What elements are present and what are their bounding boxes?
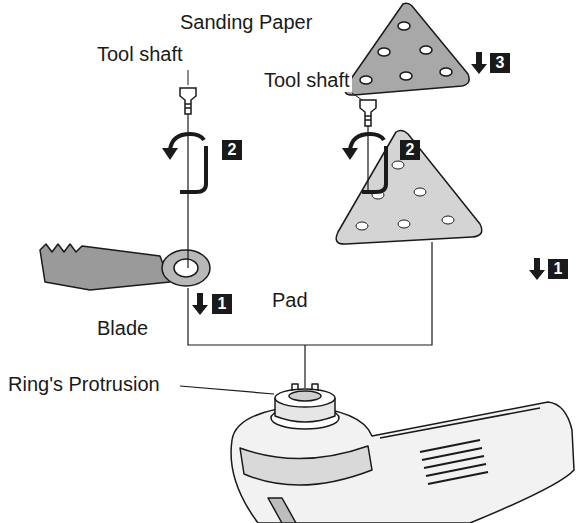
down-arrows xyxy=(192,52,545,315)
blade-mount xyxy=(162,250,210,286)
part-label: Sanding Paper xyxy=(178,10,314,34)
sanding-holes xyxy=(360,22,452,84)
callout-number: 1 xyxy=(212,294,232,314)
part-label: Pad xyxy=(270,288,310,312)
part-label: Blade xyxy=(95,316,150,340)
tool-shafts xyxy=(180,70,376,268)
part-label: Ring's Protrusion xyxy=(6,372,162,396)
callout-number: 1 xyxy=(548,259,568,279)
blade-hole xyxy=(174,259,198,277)
rotation-arrows xyxy=(170,134,386,192)
callout-number: 2 xyxy=(400,140,420,160)
sanding-pad xyxy=(336,130,482,244)
blade-body xyxy=(40,244,170,290)
rotation-arrow-heads xyxy=(162,148,358,160)
part-label: Tool shaft xyxy=(95,42,185,66)
assembly-bracket xyxy=(180,242,432,394)
callout-number: 3 xyxy=(490,53,510,73)
part-label: Tool shaft xyxy=(262,68,352,92)
pad-holes xyxy=(356,161,454,230)
callout-number: 2 xyxy=(222,140,242,160)
sanding-paper xyxy=(345,3,469,95)
multi-tool xyxy=(231,384,574,523)
